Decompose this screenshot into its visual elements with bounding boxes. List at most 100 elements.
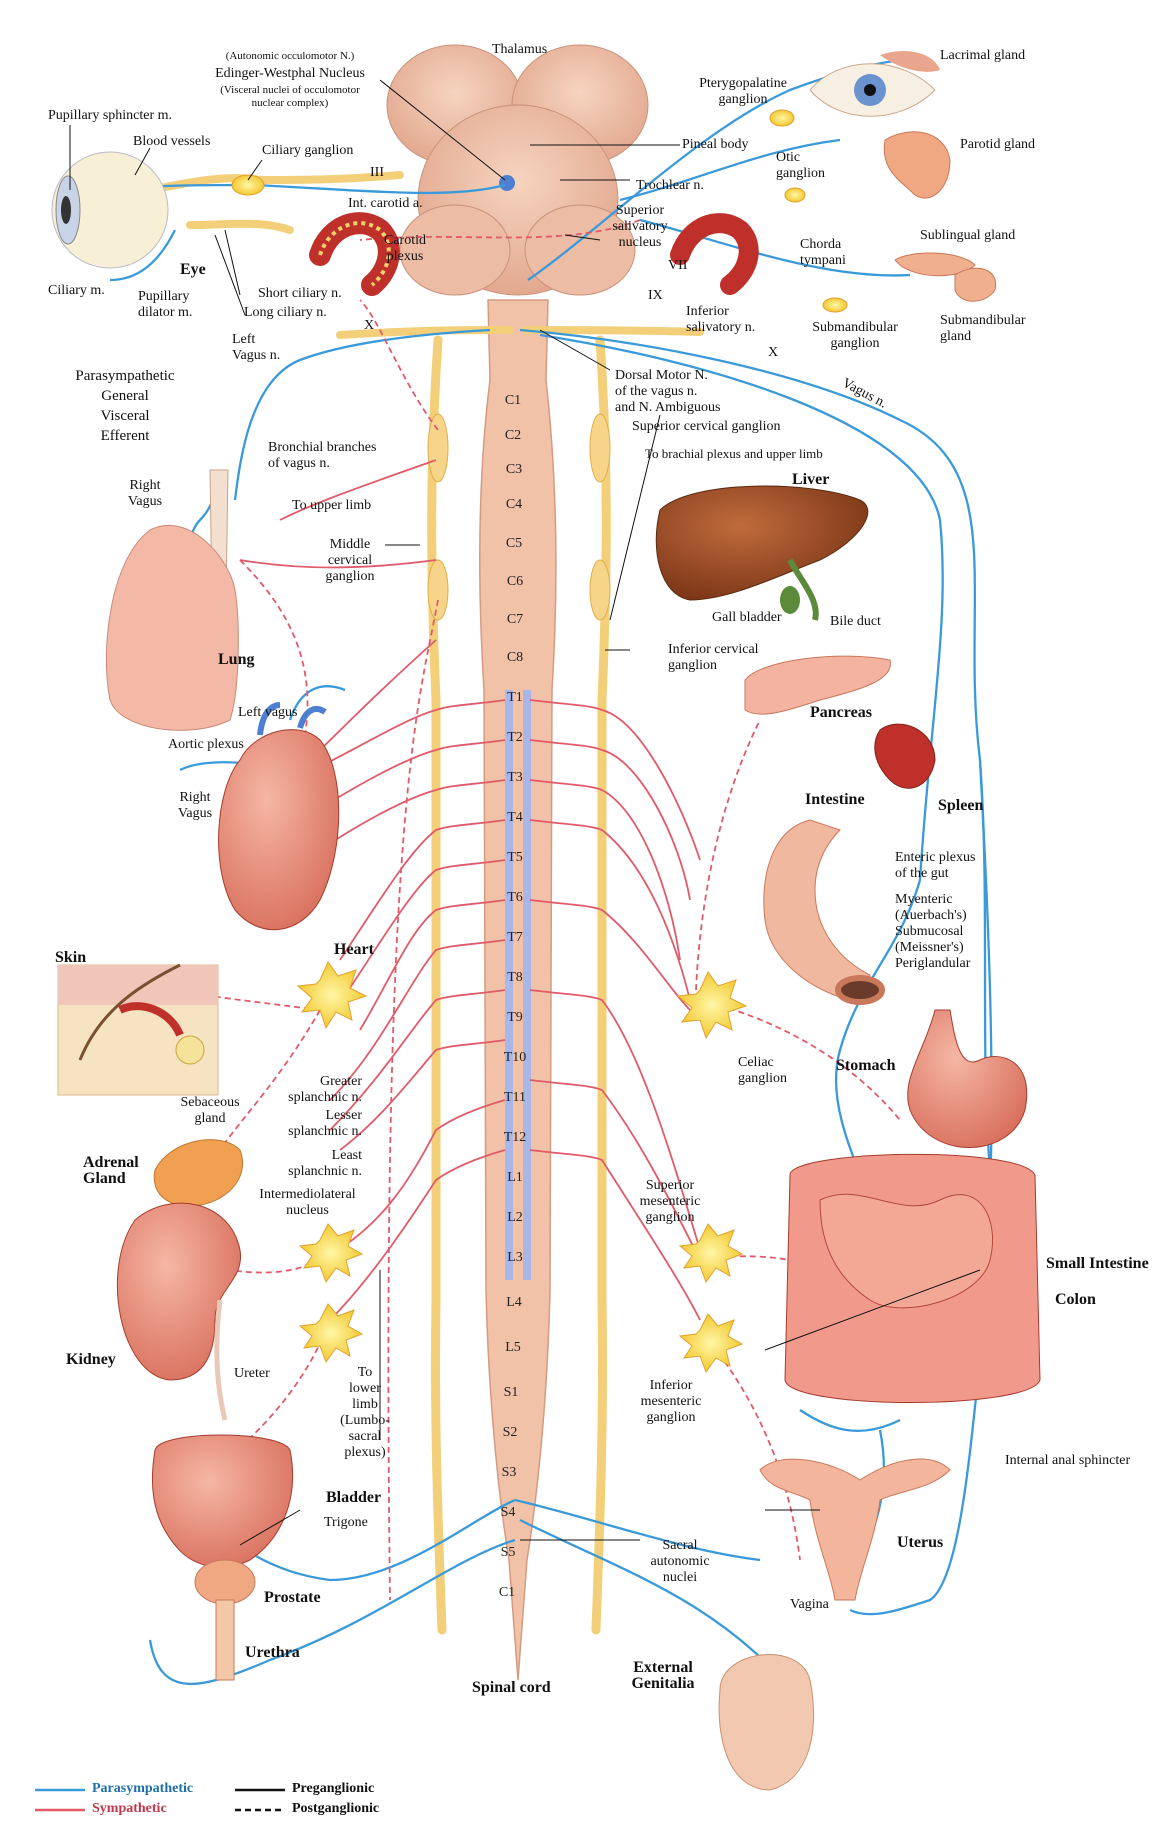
label-submandibular-gland: Submandibular gland [940,313,1026,344]
segment-label-l2-21: L2 [507,1210,523,1225]
segment-label-t7-14: T7 [507,930,523,945]
segment-label-l4-23: L4 [506,1295,522,1310]
label-kidney: Kidney [66,1351,116,1368]
legend-parasympathetic: Parasympathetic [92,1781,194,1796]
label-vagus-x-right: X [768,345,779,360]
label-right-vagus-lower: Right Vagus [177,790,213,821]
segment-label-c1-0: C1 [504,393,522,408]
label-enteric-plexus: Enteric plexus of the gut [895,850,976,881]
lacrimal-gland-eye [809,50,940,117]
label-myenteric-submucosal: Myenteric (Auerbach's) Submucosal (Meiss… [895,892,971,971]
label-inferior-salivatory-n: Inferior salivatory n. [686,304,756,335]
spinal-cord [479,299,557,1681]
label-urethra: Urethra [245,1644,300,1661]
label-ciliary-ganglion: Ciliary ganglion [262,143,354,158]
label-liver: Liver [792,471,830,488]
label-least-splanchnic: Least splanchnic n. [288,1148,362,1179]
label-carotid-plexus: Carotid plexus [384,233,426,264]
segment-label-t4-11: T4 [507,810,523,825]
label-external-genitalia: External Genitalia [631,1659,695,1692]
label-chorda-tympani: Chorda tympani [800,237,846,268]
label-lung: Lung [218,651,255,668]
segment-label-s1-25: S1 [503,1385,519,1400]
label-spleen: Spleen [938,797,984,814]
label-short-ciliary-n: Short ciliary n. [258,286,342,301]
label-eye: Eye [180,261,206,278]
label-visceral-nuclei: (Visceral nuclei of occulomotor nuclear … [220,84,360,109]
leader-lines [69,79,981,1546]
label-aortic-plexus: Aortic plexus [168,737,244,752]
uterus-illustration [759,1458,951,1601]
segment-label-t1-8: T1 [507,690,523,705]
label-spinal-cord: Spinal cord [472,1679,551,1696]
ciliary-ganglion [231,174,265,196]
label-cranial-nerve-iii: III [370,165,384,180]
label-celiac-ganglion: Celiac ganglion [738,1055,787,1086]
segment-label-s4-28: S4 [500,1505,516,1520]
segment-label-c5-4: C5 [505,536,523,551]
label-to-lower-limb: To lower limb (Lumbo- sacral plexus) [340,1365,390,1460]
label-prostate: Prostate [264,1589,321,1606]
segment-label-t12-19: T12 [503,1130,527,1145]
label-left-vagus: Left vagus [238,705,298,720]
label-ciliary-m: Ciliary m. [48,283,105,298]
label-cranial-nerve-vii: VII [668,258,688,273]
segment-label-c4-3: C4 [505,497,523,512]
label-parasympathetic-gve: Parasympathetic General Visceral Efferen… [75,368,175,444]
segment-label-c7-6: C7 [506,612,524,627]
label-superior-cervical-ganglion: Superior cervical ganglion [632,419,781,434]
segment-label-s5-29: S5 [500,1545,516,1560]
label-heart: Heart [334,941,374,958]
label-parotid-gland: Parotid gland [960,137,1036,152]
label-bile-duct: Bile duct [830,614,881,629]
label-bladder: Bladder [326,1489,382,1506]
label-trochlear-n: Trochlear n. [636,178,704,193]
segment-label-l3-22: L3 [507,1250,523,1265]
sublingual-submandibular-glands [894,252,997,302]
pancreas-illustration [744,655,891,715]
segment-label-t11-18: T11 [503,1090,527,1105]
label-small-intestine: Small Intestine [1046,1255,1149,1272]
label-brachial-plexus: To brachial plexus and upper limb [645,446,823,461]
label-lesser-splanchnic: Lesser splanchnic n. [288,1108,362,1139]
legend-sympathetic: Sympathetic [92,1801,167,1816]
segment-label-c8-7: C8 [506,650,524,665]
digestive-tract-illustration [784,1009,1041,1403]
label-lacrimal-gland: Lacrimal gland [940,48,1026,63]
label-colon: Colon [1055,1291,1096,1308]
label-trigone: Trigone [324,1515,368,1530]
label-superior-salivatory-nucleus: Superior salivatory nucleus [612,203,668,250]
label-pupillary-sphincter: Pupillary sphincter m. [48,108,173,123]
chain-ganglia [427,413,611,621]
label-int-carotid: Int. carotid a. [348,196,423,211]
segment-label-t9-16: T9 [507,1010,523,1025]
legend-postganglionic: Postganglionic [292,1801,380,1816]
label-skin: Skin [55,949,87,966]
parotid-gland [883,131,951,199]
label-vagina: Vagina [790,1597,829,1612]
bladder-illustration [151,1434,294,1681]
label-to-upper-limb: To upper limb [292,498,372,513]
label-ureter: Ureter [234,1366,270,1381]
intestine-section-illustration [763,819,885,1005]
label-intermediolateral-nucleus: Intermediolateral nucleus [259,1187,356,1218]
label-inferior-mesenteric-ganglion: Inferior mesenteric ganglion [640,1378,702,1425]
label-sublingual-gland: Sublingual gland [920,228,1016,243]
segment-label-s3-27: S3 [501,1465,517,1480]
segment-label-c6-5: C6 [506,574,524,589]
label-edinger-westphal: Edinger-Westphal Nucleus [215,66,365,81]
label-dorsal-motor-n: Dorsal Motor N. of the vagus n. and N. A… [615,368,721,415]
label-right-vagus-upper: Right Vagus [127,478,163,509]
kidney-illustration [116,1202,242,1421]
label-superior-mesenteric-ganglion: Superior mesenteric ganglion [639,1178,701,1225]
label-otic-ganglion: Otic ganglion [776,150,825,181]
segment-label-t8-15: T8 [507,970,523,985]
label-stomach: Stomach [836,1057,896,1074]
liver-illustration [655,485,869,621]
prevertebral-ganglia [296,960,748,1374]
otic-pterygopalatine-ganglia [769,109,848,313]
label-gall-bladder: Gall bladder [712,610,782,625]
segment-label-t10-17: T10 [503,1050,527,1065]
segment-label-c2-1: C2 [504,428,522,443]
